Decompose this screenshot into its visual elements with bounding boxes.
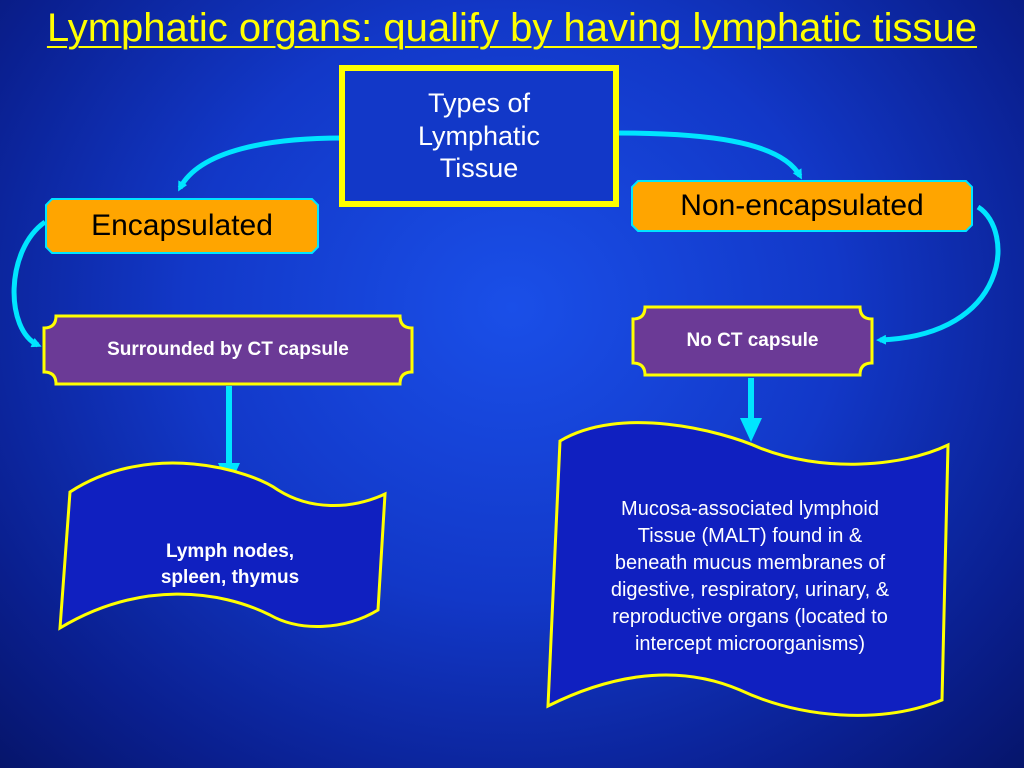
right-example-line: Mucosa-associated lymphoid (621, 498, 879, 520)
left-example-label: Lymph nodes, spleen, thymus (80, 525, 380, 605)
left-detail-box (42, 314, 414, 386)
root-box (339, 65, 619, 207)
root-label-line2: Lymphatic (417, 120, 541, 151)
right-example-line: Tissue (MALT) found in & (637, 525, 863, 547)
nonencapsulated-box (631, 180, 973, 232)
root-label: Types of Lymphatic Tissue (342, 68, 616, 204)
nonencapsulated-label: Non-encapsulated (680, 189, 924, 222)
right-example-line: reproductive organs (located to (612, 606, 888, 628)
right-example-label: Mucosa-associated lymphoid Tissue (MALT)… (556, 482, 944, 672)
slide-title: Lymphatic organs: qualify by having lymp… (46, 6, 978, 50)
left-example-line1: Lymph nodes, (165, 541, 295, 563)
left-example-wave (58, 461, 387, 631)
arrow-nonencapsulated-to-detail (876, 204, 1001, 345)
encapsulated-label: Encapsulated (91, 209, 273, 242)
right-example-line: intercept microorganisms) (634, 633, 866, 655)
arrow-encapsulated-to-detail (11, 219, 47, 348)
right-example-wave (546, 421, 950, 717)
left-example-line2: spleen, thymus (160, 567, 300, 588)
right-example-line: digestive, respiratory, urinary, & (610, 579, 890, 601)
left-detail-label: Surrounded by CT capsule (107, 339, 349, 360)
right-detail-label: No CT capsule (686, 330, 819, 351)
arrow-root-to-encapsulated (177, 135, 343, 192)
arrow-root-to-nonencapsulated (615, 130, 803, 180)
root-label-line3: Tissue (439, 153, 519, 184)
right-detail-box (631, 305, 874, 377)
root-label-line1: Types of (427, 88, 531, 119)
right-example-line: beneath mucus membranes of (614, 552, 886, 574)
encapsulated-box (45, 198, 319, 254)
